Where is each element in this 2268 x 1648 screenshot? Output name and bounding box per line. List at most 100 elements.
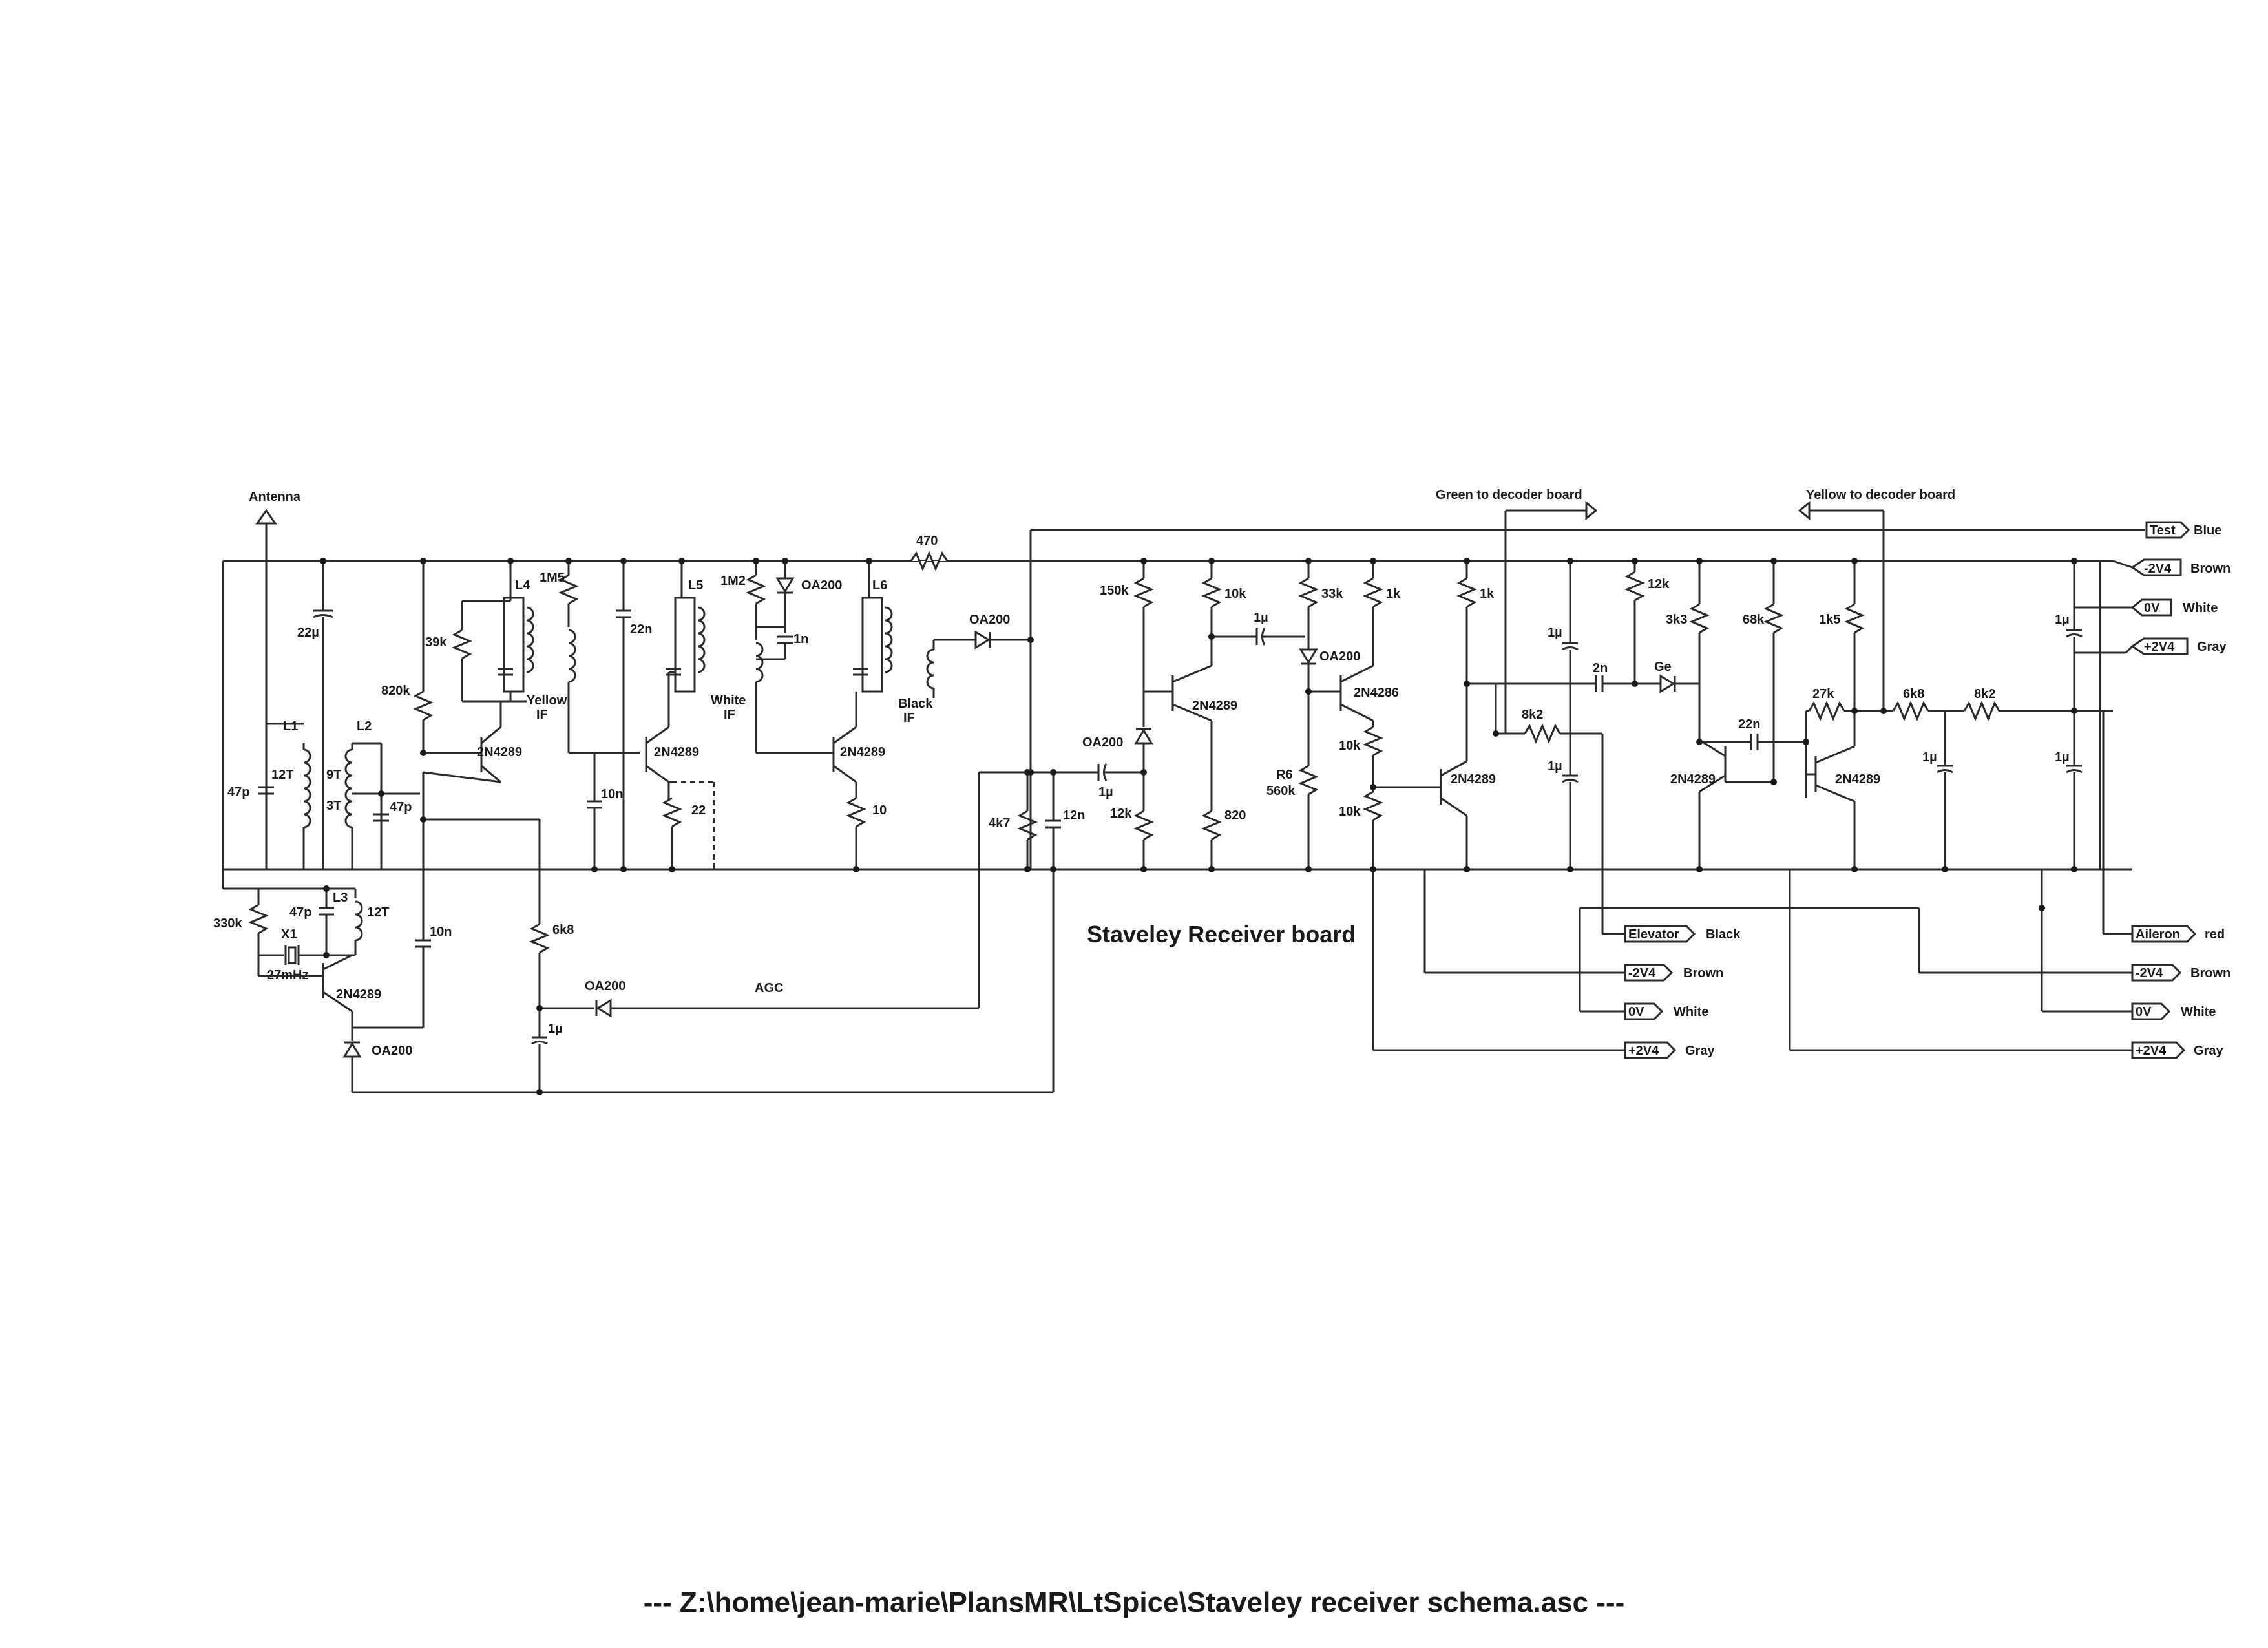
label-l2-9t: 9T [326, 768, 341, 782]
label-r1k-a: 1k [1386, 587, 1401, 601]
label-r22: 22 [691, 803, 706, 818]
label-r10k-a: 10k [1224, 587, 1246, 601]
elevator-ports: Elevator Black -2V4 Brown 0V White +2V4 … [1624, 925, 1741, 1059]
port-minus-2v4-tag: -2V4 [2144, 562, 2172, 576]
port-0v: 0V White [2130, 598, 2218, 617]
label-c12n: 12n [1063, 808, 1085, 823]
label-yellow-if-2: IF [536, 708, 548, 722]
elevator-port-signal-tag: Elevator [1628, 927, 1679, 942]
label-q3: 2N4289 [840, 745, 885, 759]
label-r470: 470 [916, 534, 938, 548]
agc-feedback: 6k8 OA200 AGC 1µ [423, 818, 980, 1092]
label-c1u-a: 1µ [1098, 785, 1113, 799]
junction-dots [320, 558, 2077, 1095]
port-minus-2v4-color: Brown [2190, 562, 2231, 576]
label-c1u-g: 1µ [2055, 750, 2070, 765]
label-c47p-b: 47p [390, 800, 412, 814]
diagram-title: Staveley Receiver board [1087, 921, 1356, 947]
elevator-port-minus-2v4: -2V4 Brown [1624, 964, 1723, 982]
cap-22u: 22µ [297, 561, 333, 869]
label-l2-3t: 3T [326, 799, 341, 813]
label-q8: 2N4289 [1835, 772, 1880, 787]
label-q7: 2N4289 [1670, 772, 1716, 787]
elevator-port-0v-color: White [1674, 1005, 1708, 1019]
aileron-port-plus-2v4: +2V4 Gray [2131, 1041, 2223, 1059]
label-c1u-d: 1µ [1548, 759, 1562, 774]
label-r3k3: 3k3 [1666, 613, 1687, 627]
label-l3: L3 [333, 891, 348, 905]
aileron-port-plus-2v4-tag: +2V4 [2136, 1044, 2167, 1058]
coil-l2: L2 9T 3T 47p [326, 719, 420, 869]
label-green-to-decoder: Green to decoder board [1436, 488, 1582, 502]
antenna-label: Antenna [249, 490, 301, 504]
decoder-stage-1: 2N4289 1k 2n Ge 12k 1µ 8k2 1µ [1440, 561, 1699, 934]
label-r12k-a: 12k [1110, 807, 1132, 821]
label-c10n-b: 10n [430, 925, 452, 939]
label-d-oa200-e: OA200 [372, 1044, 412, 1058]
label-c47p-c: 47p [289, 905, 311, 920]
oscillator-stage: 330k X1 27mHz 47p L3 12T 2N4289 10n [213, 772, 1053, 1093]
aileron-port-minus-2v4: -2V4 Brown [2131, 964, 2231, 982]
label-black-if-2: IF [903, 711, 915, 725]
elevator-port-plus-2v4-tag: +2V4 [1628, 1044, 1659, 1058]
label-l4: L4 [515, 578, 530, 593]
label-r6k8-a: 6k8 [1903, 687, 1924, 701]
bias-1m5: 1M5 [540, 561, 640, 754]
label-l2: L2 [357, 719, 372, 734]
aileron-ports: Aileron red -2V4 Brown 0V White +2V4 Gra… [2131, 925, 2231, 1059]
port-test-color: Blue [2194, 523, 2221, 538]
label-r1k5: 1k5 [1819, 613, 1840, 627]
aileron-port-signal-tag: Aileron [2136, 927, 2180, 942]
label-r68k: 68k [1743, 613, 1765, 627]
decoder-stage-2: 3k3 2N4289 68k 22n 27k 2N4289 1k5 6k8 [1666, 561, 2134, 869]
label-c22n-b: 22n [1738, 717, 1760, 732]
elevator-port-signal: Elevator Black [1624, 925, 1741, 943]
label-white-if-2: IF [724, 708, 735, 722]
aileron-port-minus-2v4-tag: -2V4 [2136, 966, 2163, 980]
port-plus-2v4-color: Gray [2197, 640, 2227, 654]
label-c22n: 22n [630, 622, 652, 637]
label-r150k: 150k [1100, 584, 1129, 598]
port-test: Test Blue [2145, 521, 2221, 539]
if2-bias: 1M2 OA200 1n [720, 561, 842, 754]
label-q1: 2N4289 [477, 745, 522, 759]
label-r8k2-b: 8k2 [1974, 687, 1995, 701]
label-r39k: 39k [425, 635, 447, 650]
coil-l5: L5 White IF [666, 561, 746, 722]
elevator-port-0v-tag: 0V [1628, 1005, 1644, 1019]
aileron-port-0v: 0V White [2131, 1002, 2216, 1020]
label-c1n: 1n [793, 632, 808, 646]
agc-label: AGC [755, 981, 783, 995]
label-r330k: 330k [213, 916, 242, 931]
port-0v-color: White [2183, 601, 2218, 615]
label-r1k-b: 1k [1480, 587, 1495, 601]
label-c1u-h: 1µ [548, 1022, 563, 1036]
aileron-port-plus-2v4-color: Gray [2194, 1044, 2223, 1058]
label-d-oa200-b: OA200 [969, 613, 1010, 627]
label-c22u: 22µ [297, 626, 319, 640]
resistor-470: 470 [910, 534, 949, 571]
aileron-port-signal-color: red [2205, 927, 2225, 942]
label-c1u-b: 1µ [1254, 611, 1268, 625]
label-x1: X1 [281, 927, 297, 942]
label-q5: 2N4286 [1354, 686, 1399, 700]
label-r1m2: 1M2 [720, 574, 746, 588]
label-c2n: 2n [1593, 661, 1608, 675]
label-r27k: 27k [1812, 687, 1834, 701]
label-q2: 2N4289 [654, 745, 699, 759]
label-r1m5: 1M5 [540, 571, 565, 585]
coil-l1: L1 12T 47p [227, 719, 311, 869]
label-d-oa200-a: OA200 [801, 578, 842, 593]
label-black-if-1: Black [898, 697, 933, 711]
label-r560k: 560k [1266, 784, 1296, 798]
label-r820k: 820k [381, 684, 410, 698]
label-d-ge: Ge [1654, 660, 1672, 674]
port-plus-2v4-tag: +2V4 [2144, 640, 2175, 654]
elevator-port-0v: 0V White [1624, 1002, 1708, 1020]
label-l1-turns: 12T [271, 768, 293, 782]
port-0v-tag: 0V [2144, 601, 2160, 615]
aileron-port-0v-color: White [2181, 1005, 2216, 1019]
label-r6: R6 [1276, 768, 1293, 782]
audio-amp-1: 150k OA200 12k 2N4289 10k 820 1µ [1082, 561, 1305, 869]
label-c10n-a: 10n [601, 787, 623, 801]
